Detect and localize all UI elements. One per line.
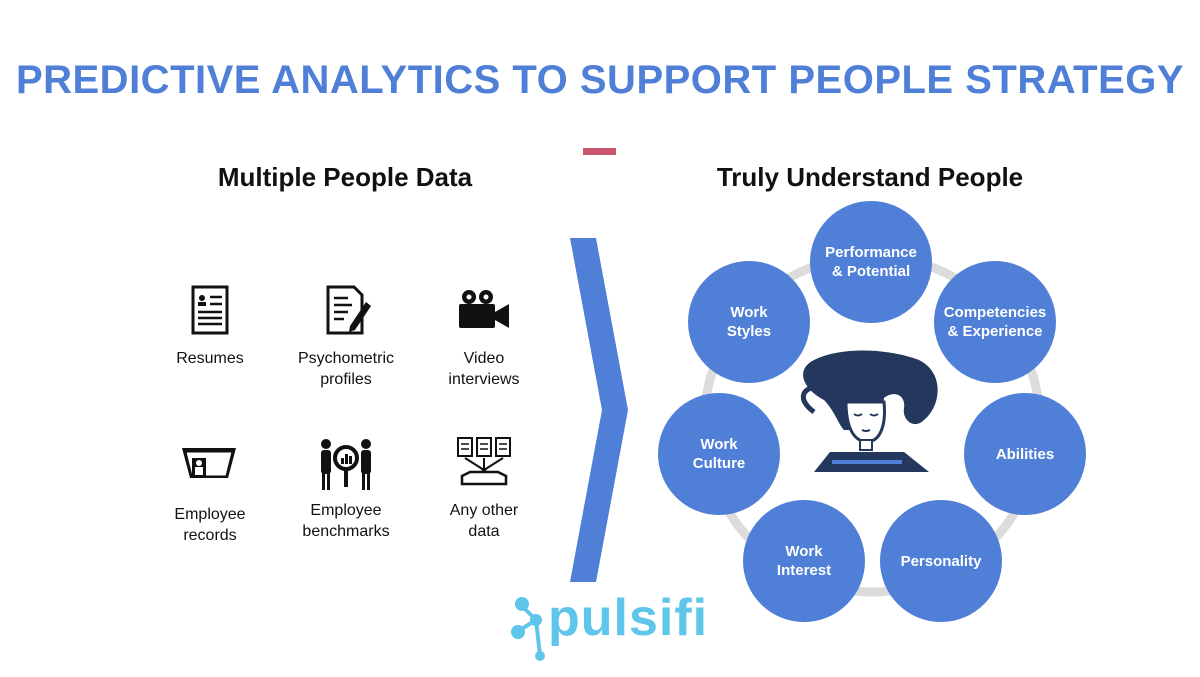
left-section-heading: Multiple People Data bbox=[217, 162, 473, 192]
document-pen-icon bbox=[326, 285, 371, 335]
circle-work-culture: Work Culture bbox=[658, 393, 780, 515]
right-section-heading: Truly Understand People bbox=[716, 162, 1024, 192]
resume-icon bbox=[191, 285, 229, 335]
circle-performance-potential: Performance & Potential bbox=[810, 201, 932, 323]
data-item-resumes: Resumes bbox=[140, 284, 280, 369]
data-item-employee-benchmarks: Employee benchmarks bbox=[276, 436, 416, 542]
data-item-label: Employee records bbox=[174, 506, 246, 544]
data-item-employee-records: Employee records bbox=[140, 440, 280, 546]
circle-work-styles: Work Styles bbox=[688, 261, 810, 383]
data-item-label: Resumes bbox=[176, 350, 244, 367]
documents-tray-icon bbox=[457, 437, 511, 486]
circle-work-interest: Work Interest bbox=[743, 500, 865, 622]
person-thinking-icon bbox=[801, 350, 938, 472]
data-item-other-data: Any other data bbox=[414, 436, 554, 542]
folder-person-icon bbox=[182, 448, 236, 478]
molecule-icon bbox=[511, 597, 545, 661]
data-item-label: Video interviews bbox=[448, 350, 520, 388]
data-item-label: Employee benchmarks bbox=[302, 502, 390, 540]
video-camera-icon bbox=[459, 290, 509, 328]
circle-competencies-experience: Competencies & Experience bbox=[934, 261, 1056, 383]
accent-divider bbox=[583, 148, 616, 155]
circle-personality: Personality bbox=[880, 500, 1002, 622]
data-item-psychometric: Psychometric profiles bbox=[276, 284, 416, 390]
people-magnifier-icon bbox=[321, 439, 371, 490]
brand-logo-text: pulsifi bbox=[548, 589, 709, 647]
data-item-label: Any other data bbox=[449, 502, 519, 540]
chevron-right-icon bbox=[570, 238, 628, 582]
data-item-video: Video interviews bbox=[414, 284, 554, 390]
data-item-label: Psychometric profiles bbox=[297, 350, 395, 388]
circle-abilities: Abilities bbox=[964, 393, 1086, 515]
page-title: PREDICTIVE ANALYTICS TO SUPPORT PEOPLE S… bbox=[15, 58, 1185, 102]
